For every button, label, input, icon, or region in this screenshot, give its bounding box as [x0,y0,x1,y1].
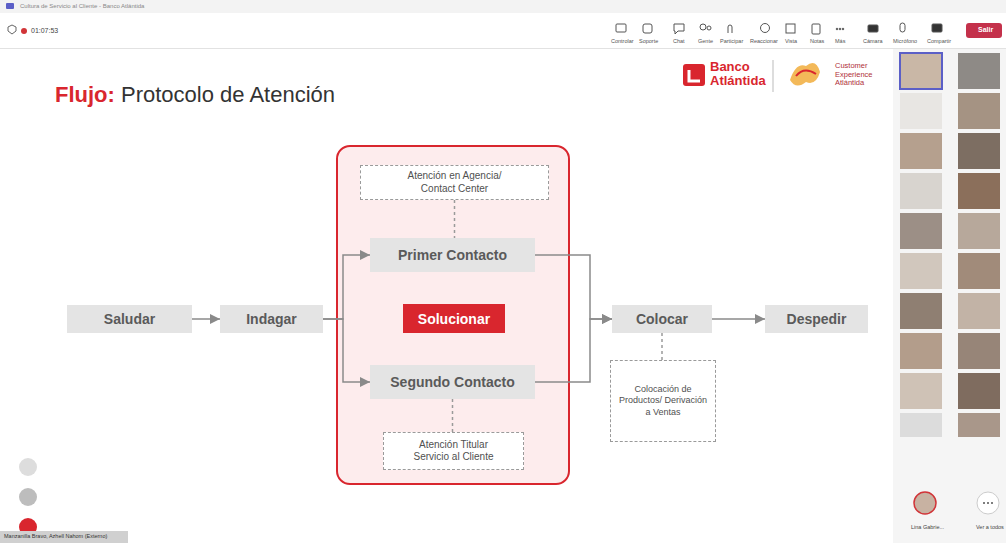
flow-arrow [323,319,370,382]
toolbar-label: Soporte [639,38,658,44]
dashed-link [454,200,456,238]
bank-logo-text: Banco Atlántida [710,60,766,87]
dashed-link [661,333,663,360]
toolbar [0,13,1006,49]
toolbar-label: Gente [698,38,713,44]
toolbar-label: Cámara [863,38,883,44]
toolbar-label: Vista [785,38,797,44]
participant-tiles [900,53,1000,437]
flow-arrow [535,255,612,319]
step-box: Despedir [765,305,868,333]
call-timer: 01:07:53 [31,27,58,34]
node-text: Primer Contacto [398,247,507,263]
node-text: Atención Titular Servicio al Cliente [404,439,504,464]
step-box: Indagar [220,305,323,333]
contact-box: Primer Contacto [370,238,535,272]
dashed-link [452,399,454,432]
toolbar-icons [616,23,942,34]
cx-logo-swirl [796,70,816,76]
node-text: Saludar [104,311,155,327]
bank-logo-mark [689,70,700,81]
more-button [977,492,999,514]
toolbar-label: Más [835,38,845,44]
toolbar-label: Controlar [611,38,634,44]
cx-logo [790,63,820,85]
node-text: Atención en Agencia/ Contact Center [399,170,511,195]
toolbar-label: Chat [673,38,685,44]
flow-arrow [323,255,370,319]
app-icon [6,3,14,9]
node-text: Colocación de Productos/ Derivación a Ve… [617,384,709,418]
flow-arrow [192,318,220,320]
speaker-avatar [914,492,936,514]
toolbar-label: Participar [720,38,743,44]
title-strip [0,0,1006,13]
window-title: Cultura de Servicio al Cliente - Banco A… [20,3,144,9]
see-all-link: Ver a todos [976,524,1004,530]
toolbar-label: Reaccionar [750,38,778,44]
solve-box: Solucionar [403,304,505,333]
step-box: Saludar [67,305,192,333]
slide-dot [19,458,37,476]
toolbar-label: Compartir [927,38,951,44]
presenter-name: Manzanilla Bravo, Azhell Nahom (Externo) [4,533,107,539]
channel-note: Atención en Agencia/ Contact Center [360,165,549,200]
more-dots [983,502,993,504]
logo-separator [773,60,774,92]
channel-note: Atención Titular Servicio al Cliente [383,432,524,470]
node-text: Indagar [246,311,297,327]
leave-button [966,23,1002,38]
leave-label: Salir [978,26,993,33]
node-text: Segundo Contacto [390,374,514,390]
bank-logo-icon [683,64,705,86]
toolbar-label: Notas [810,38,824,44]
participants-panel [893,49,1006,543]
speaker-name: Lina Gabrie... [911,524,944,530]
shield-icon [8,25,16,34]
contact-box: Segundo Contacto [370,365,535,399]
slide-title: Flujo: Protocolo de Atención [55,82,335,108]
flow-arrow [535,319,612,382]
node-text: Solucionar [418,311,490,327]
record-dot [21,28,27,34]
step-box: Colocar [612,305,712,333]
toolbar-border [0,48,1006,49]
slide-dot [19,488,37,506]
node-text: Colocar [636,311,688,327]
toolbar-label: Micrófono [893,38,917,44]
sales-note: Colocación de Productos/ Derivación a Ve… [610,360,716,442]
flow-arrow [712,318,765,320]
presenter-strip [0,531,128,543]
node-text: Despedir [787,311,847,327]
cx-logo-text: Customer Experience Atlántida [835,62,873,88]
